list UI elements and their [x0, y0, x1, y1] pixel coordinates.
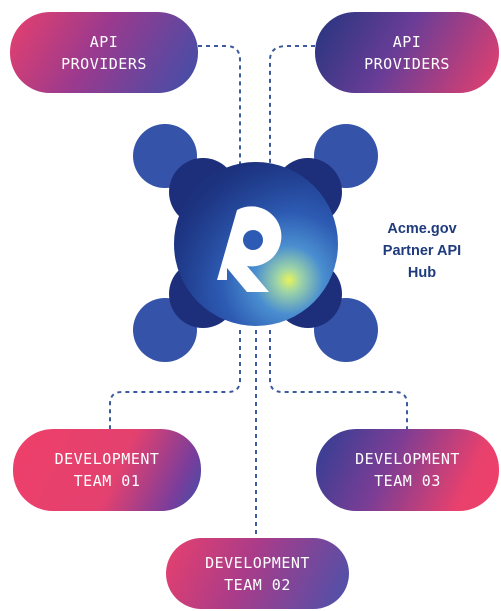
team-03-line1: DEVELOPMENT — [355, 450, 460, 468]
team-02-line2: TEAM 02 — [224, 575, 291, 594]
stylized-r-logo-icon — [217, 206, 282, 292]
provider-left-line1: API — [89, 32, 119, 51]
hub-name-line1: Acme.gov — [387, 221, 457, 237]
provider-left-line2: PROVIDERS — [61, 54, 147, 73]
provider-right-line1: API — [392, 32, 422, 51]
team-01-line2: TEAM 01 — [73, 472, 141, 490]
development-team-02-node: DEVELOPMENT TEAM 02 — [166, 538, 349, 609]
development-team-03-node: DEVELOPMENT TEAM 03 — [316, 429, 499, 511]
team-01-line1: DEVELOPMENT — [54, 450, 160, 468]
team-03-line2: TEAM 03 — [374, 472, 441, 490]
lobe-top-left — [169, 158, 237, 226]
hub-name-line2: Partner API Hub — [382, 243, 462, 281]
connector-team-03 — [269, 330, 408, 429]
team-02-line1: DEVELOPMENT — [205, 553, 310, 572]
lobe-bottom-right — [274, 260, 342, 328]
provider-right-line2: PROVIDERS — [364, 54, 450, 73]
hub-name-label: Acme.gov Partner API Hub — [372, 218, 472, 284]
api-providers-node-left: API PROVIDERS — [10, 12, 198, 93]
satellite-circle-bottom-right — [314, 298, 378, 362]
api-providers-node-right: API PROVIDERS — [315, 12, 499, 93]
satellite-circle-top-left — [133, 124, 197, 188]
connector-provider-right — [269, 45, 315, 190]
development-team-01-node: DEVELOPMENT TEAM 01 — [13, 429, 201, 511]
connector-team-01 — [109, 330, 241, 429]
lobe-top-right — [274, 158, 342, 226]
satellite-circle-top-right — [314, 124, 378, 188]
hub-sphere — [174, 162, 338, 326]
lobe-bottom-left — [169, 260, 237, 328]
satellite-circle-bottom-left — [133, 298, 197, 362]
connector-provider-left — [198, 45, 241, 190]
